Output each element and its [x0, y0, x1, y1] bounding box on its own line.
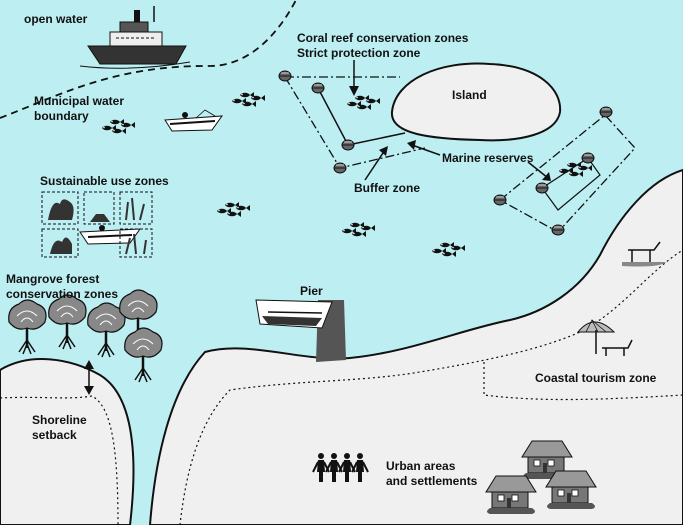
arrow-head — [84, 360, 94, 395]
label-line: boundary — [34, 109, 89, 123]
buoy-icon — [551, 224, 565, 236]
mainland — [148, 168, 683, 525]
pier-label: Pier — [300, 284, 323, 298]
arrow-marine-reserve-1 — [411, 144, 441, 156]
arrow-head — [542, 172, 551, 181]
coral-icon — [48, 197, 147, 255]
label-line: Coral reef conservation zones — [297, 31, 469, 45]
coral-reef-zones-label: Coral reef conservation zones Strict pro… — [297, 31, 468, 61]
buoy-icon — [278, 70, 292, 82]
arrow-marine-reserve-2 — [527, 161, 549, 179]
label-line: Urban areas — [386, 459, 456, 473]
marine-reserve-boundary — [498, 114, 636, 233]
buoy-icon — [599, 106, 613, 118]
sustainable-use-plots — [41, 191, 153, 258]
coastal-tourism-zone-label: Coastal tourism zone — [535, 371, 657, 385]
mainland-setback-line — [179, 249, 683, 525]
arrow-buffer-zone — [364, 149, 386, 181]
setback-line — [0, 395, 119, 525]
buoy-icon — [493, 194, 507, 206]
mangrove-zones-label: Mangrove forest conservation zones — [6, 272, 118, 302]
ship-icon — [79, 6, 191, 69]
marine-reserves-label: Marine reserves — [442, 151, 534, 165]
label-line: setback — [32, 428, 77, 442]
fishing-boat-icon — [79, 225, 142, 245]
urban-areas-label: Urban areas and settlements — [386, 459, 477, 489]
buoy-icon — [581, 152, 595, 164]
house-icon — [545, 470, 597, 510]
tourism-zone-boundary — [483, 362, 683, 401]
label-line: and settlements — [386, 474, 478, 488]
buoy-icon — [333, 162, 347, 174]
buffer-zone-label: Buffer zone — [354, 181, 420, 195]
left-land — [0, 358, 135, 525]
municipal-water-boundary-line — [0, 0, 297, 119]
label-line: Strict protection zone — [297, 46, 421, 60]
buoy-icon — [311, 82, 325, 94]
municipal-water-boundary-label: Municipal water boundary — [34, 94, 124, 124]
island-label: Island — [452, 88, 487, 102]
fishing-boat-icon — [164, 109, 224, 132]
marine-reserve-inner — [541, 157, 601, 211]
open-water-label: open water — [24, 12, 88, 26]
house-icon — [485, 475, 537, 515]
sustainable-use-zones-label: Sustainable use zones — [40, 174, 169, 188]
label-line: Shoreline — [32, 413, 87, 427]
label-line: conservation zones — [6, 287, 119, 301]
buoy-icon — [535, 182, 549, 194]
label-line: Mangrove forest — [6, 272, 100, 286]
pier-icon — [255, 299, 346, 362]
beach-umbrella-icon — [576, 319, 616, 354]
arrow-head — [407, 140, 416, 150]
island — [390, 62, 562, 142]
buoy-icon — [341, 139, 355, 151]
arrow-head — [349, 86, 359, 96]
shoreline-setback-label: Shoreline setback — [32, 413, 87, 443]
label-line: Municipal water — [34, 94, 125, 108]
beach-chairs-icon — [602, 241, 666, 356]
arrow-head — [379, 146, 388, 156]
